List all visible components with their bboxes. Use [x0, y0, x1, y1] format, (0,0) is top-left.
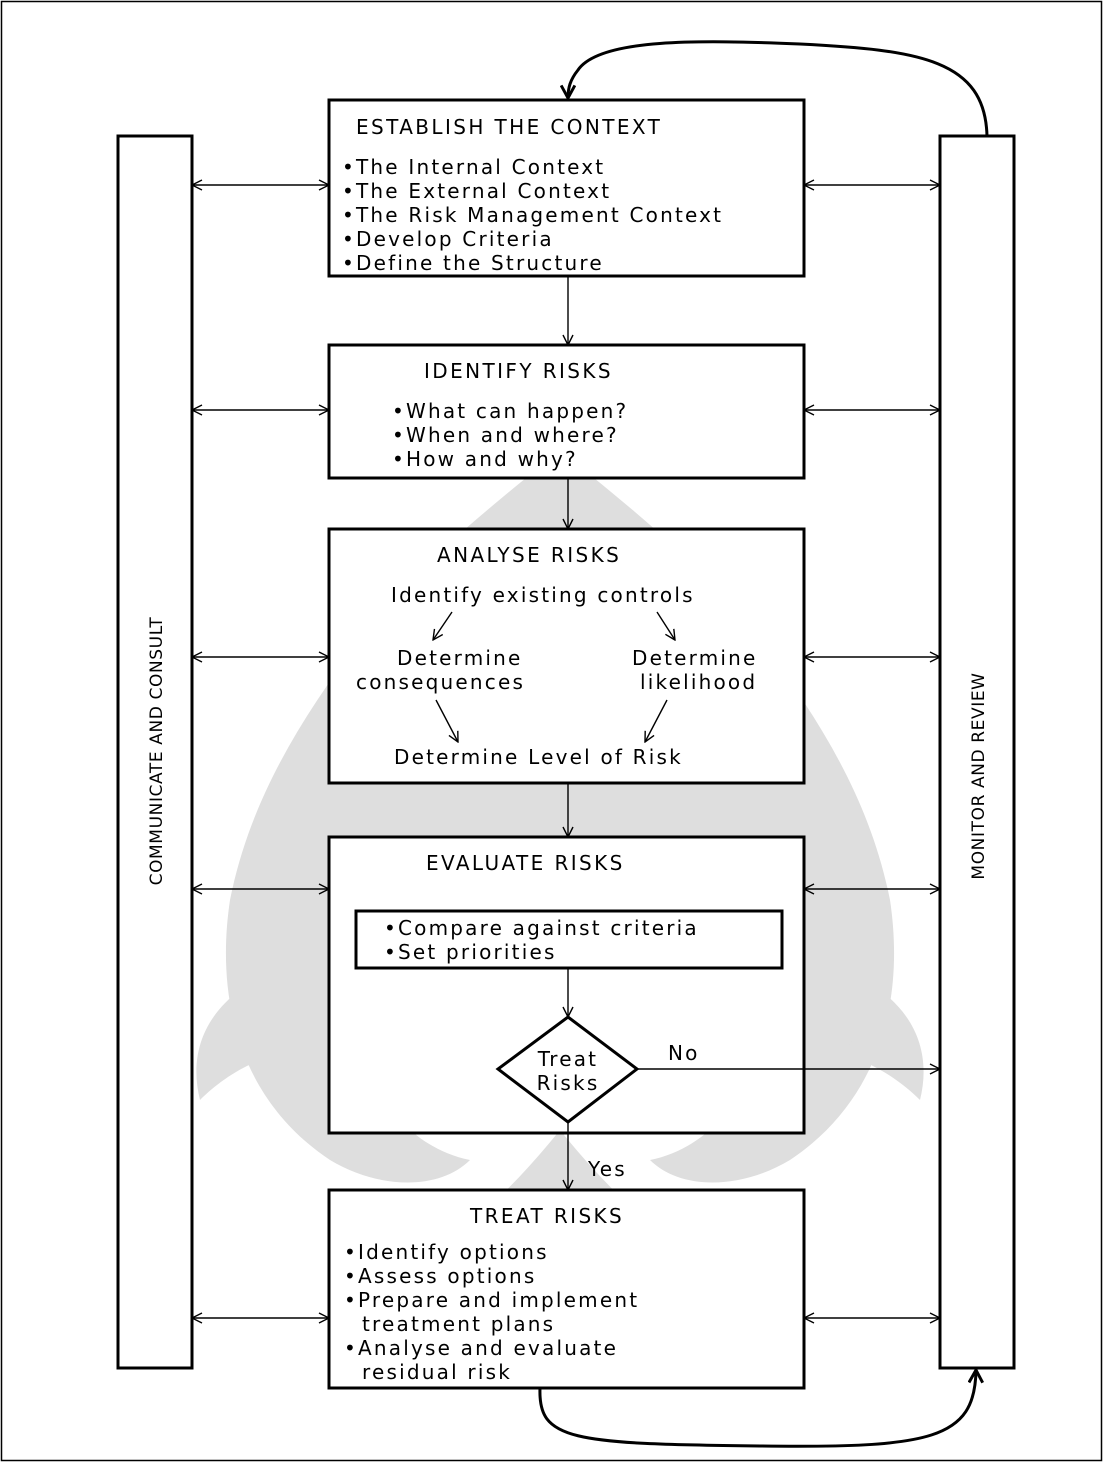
treat-risks-title: TREAT RISKS — [469, 1204, 624, 1228]
treat-item: •Identify options — [344, 1240, 549, 1264]
treat-item: •Prepare and implement — [344, 1288, 639, 1312]
monitor-review-label: MONITOR AND REVIEW — [969, 672, 989, 879]
establish-item: •The Internal Context — [342, 155, 605, 179]
evaluate-item: •Compare against criteria — [384, 916, 699, 940]
treat-item: residual risk — [362, 1360, 512, 1384]
establish-item: •Develop Criteria — [342, 227, 554, 251]
evaluate-risks-title: EVALUATE RISKS — [426, 851, 625, 875]
level-of-risk-text: Determine Level of Risk — [394, 745, 683, 769]
identify-item: •How and why? — [392, 447, 578, 471]
decision-text: Risks — [537, 1071, 600, 1095]
identify-risks-title: IDENTIFY RISKS — [424, 359, 613, 383]
treat-item: •Assess options — [344, 1264, 536, 1288]
decision-text: Treat — [537, 1047, 598, 1071]
identify-controls-text: Identify existing controls — [391, 583, 695, 607]
treat-item: treatment plans — [362, 1312, 555, 1336]
consequences-text: Determine — [397, 646, 523, 670]
establish-item: •The Risk Management Context — [342, 203, 723, 227]
communicate-consult-label: COMMUNICATE AND CONSULT — [147, 617, 167, 886]
evaluate-item: •Set priorities — [384, 940, 557, 964]
yes-label: Yes — [587, 1157, 627, 1181]
likelihood-text: likelihood — [640, 670, 757, 694]
establish-item: •The External Context — [342, 179, 611, 203]
treat-item: •Analyse and evaluate — [344, 1336, 618, 1360]
no-label: No — [668, 1041, 700, 1065]
identify-item: •What can happen? — [392, 399, 628, 423]
analyse-risks-title: ANALYSE RISKS — [437, 543, 621, 567]
identify-item: •When and where? — [392, 423, 619, 447]
likelihood-text: Determine — [632, 646, 758, 670]
consequences-text: consequences — [356, 670, 525, 694]
establish-item: •Define the Structure — [342, 251, 604, 275]
establish-context-title: ESTABLISH THE CONTEXT — [356, 115, 662, 139]
